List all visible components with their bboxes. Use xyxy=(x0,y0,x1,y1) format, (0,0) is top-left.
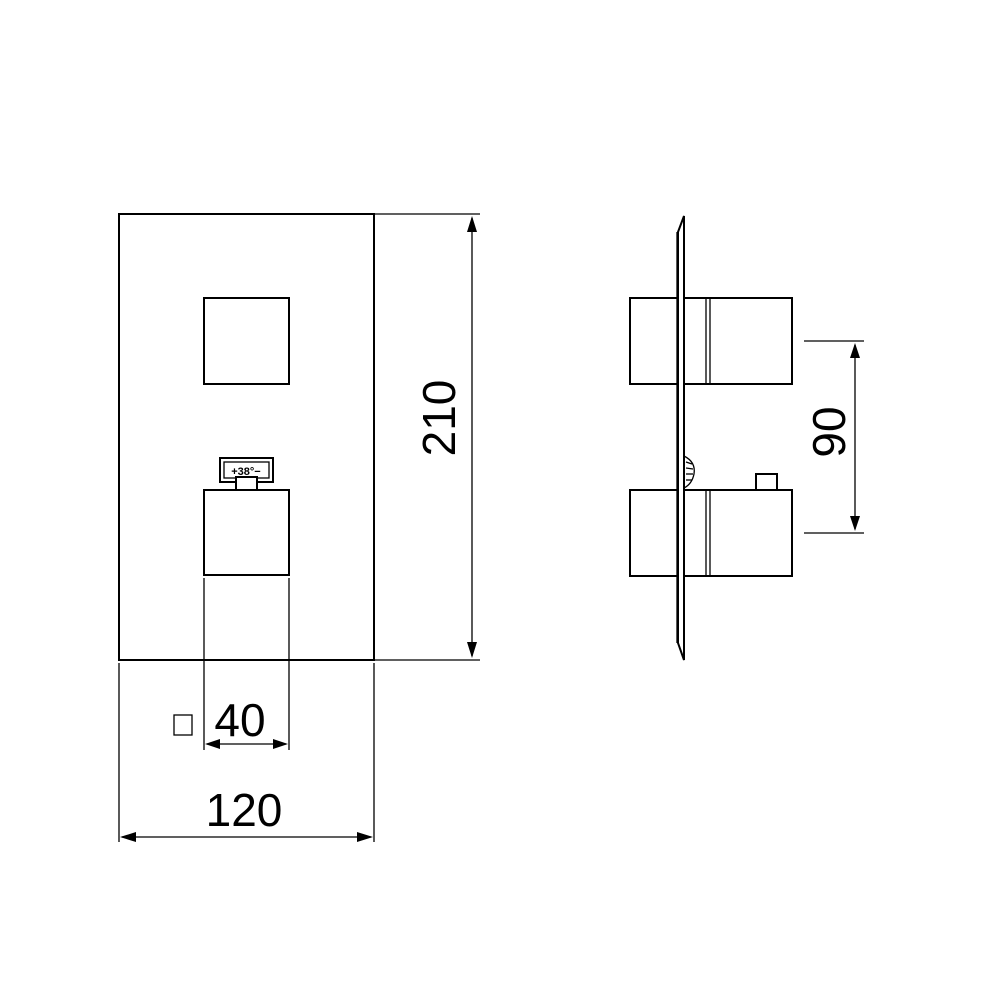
safety-button xyxy=(235,476,258,491)
lower-knob-side-back xyxy=(629,489,679,577)
height-dimension-label: 210 xyxy=(413,380,465,457)
square-symbol-icon xyxy=(173,714,193,736)
lower-knob xyxy=(203,489,290,576)
knob-spacing-dimension-label: 90 xyxy=(803,406,855,457)
upper-knob xyxy=(203,297,290,385)
width-dimension: 120 xyxy=(118,663,375,842)
lower-knob-side-front xyxy=(683,489,793,577)
side-view xyxy=(629,215,793,661)
knob-size-dimension: 40 xyxy=(173,578,290,750)
upper-knob-side-back xyxy=(629,297,679,385)
height-dimension: 210 xyxy=(374,213,480,661)
plate-profile xyxy=(677,215,685,661)
cover-plate xyxy=(118,213,375,661)
temperature-scale-label: +38°− xyxy=(231,466,260,478)
temperature-scale: +38°− xyxy=(219,457,274,491)
screw-detail xyxy=(683,455,695,489)
width-dimension-label: 120 xyxy=(206,784,283,836)
knob-spacing-dimension: 90 xyxy=(803,340,864,534)
safety-button-side xyxy=(755,473,778,491)
knob-size-dimension-label: 40 xyxy=(214,694,265,746)
front-view: +38°− xyxy=(118,213,375,661)
upper-knob-side-front xyxy=(683,297,793,385)
